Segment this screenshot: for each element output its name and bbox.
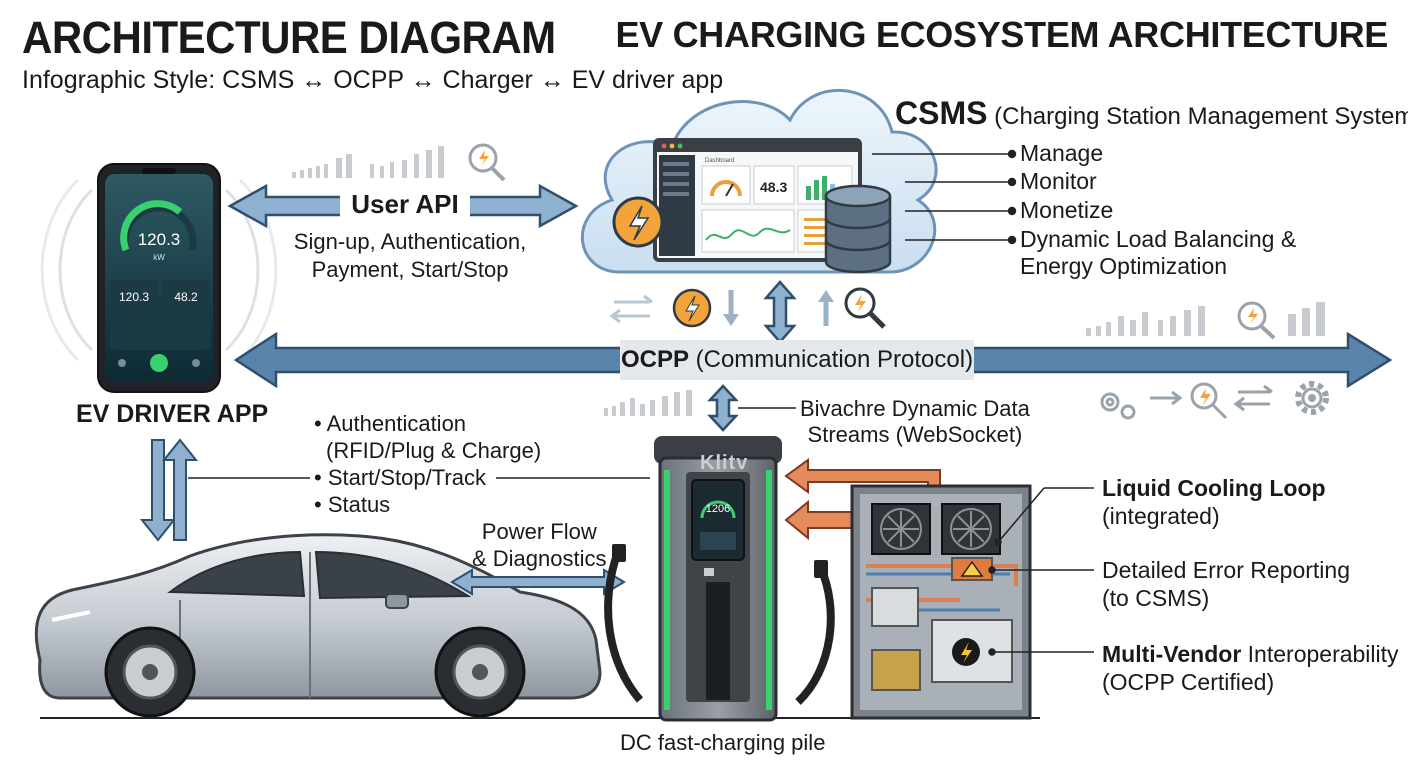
search-icon [468,143,506,182]
electric-car [34,533,602,718]
csms-function-manage: Manage [1020,140,1104,166]
csms-function-leaders [872,149,1017,245]
charger-brand: Klitv [700,452,749,474]
multi-vendor-sub: (OCPP Certified) [1102,669,1275,695]
error-reporting-line1: Detailed Error Reporting [1102,557,1351,583]
error-reporting-label: Detailed Error Reporting (to CSMS) [1102,556,1350,612]
cooling-loop-title: Liquid Cooling Loop [1102,475,1326,501]
ocpp-description: (Communication Protocol) [695,346,974,373]
user-api-desc-line1: Sign-up, Authentication, [293,229,527,254]
gear-icon [1100,392,1136,420]
power-flow-line1: Power Flow [481,519,597,544]
power-flow-line2: & Diagnostics [472,546,607,571]
ocpp-label: OCPP (Communication Protocol) [620,340,974,380]
diagram-subtitle: Infographic Style: CSMS ↔ OCPP ↔ Charger… [22,66,724,94]
list-item: (RFID/Plug & Charge) [326,438,542,463]
dc-charging-pile [604,436,835,722]
cloud-ocpp-arrows [609,280,834,344]
power-flow-arrow [450,568,626,596]
cabinet-feature-leaders [988,487,1094,656]
signal-bars-icon [1086,302,1325,336]
user-api-desc-line2: Payment, Start/Stop [311,257,509,282]
cooling-loop-sub: (integrated) [1102,503,1220,529]
ev-driver-app-label: EV DRIVER APP [76,400,269,428]
lightning-icon [1200,388,1211,406]
multi-vendor-label: Multi-Vendor Interoperability (OCPP Cert… [1102,640,1399,696]
csms-function-energy: Energy Optimization [1020,253,1228,279]
ecosystem-title: EV CHARGING ECOSYSTEM ARCHITECTURE [615,14,1388,55]
list-item: • Authentication [314,411,467,436]
gear-icon [1295,381,1329,415]
dashboard-gauge-value: 48.3 [760,179,787,195]
charger-function-list: • Authentication (RFID/Plug & Charge) • … [314,410,541,518]
phone-stat1: 120.3 [119,290,149,304]
csms-function-monitor: Monitor [1020,168,1097,194]
ocpp-charger-arrow [707,384,796,432]
phone-gauge-value: 120.3 [138,230,181,249]
list-item: • Status [314,492,391,517]
ev-driver-phone [40,163,278,393]
data-streams-line1: Bivachre Dynamic Data [800,396,1030,421]
search-icon [844,287,886,329]
error-reporting-line2: (to CSMS) [1102,585,1210,611]
database-icon [824,184,892,274]
csms-title: CSMS (Charging Station Management System… [895,95,1408,132]
dashboard-header: Dashboard [705,158,734,164]
lightning-icon [672,288,712,328]
diagram-title: ARCHITECTURE DIAGRAM [22,12,556,63]
csms-function-monetize: Monetize [1020,197,1114,223]
process-flow-icons [1150,382,1273,420]
csms-full-name: (Charging Station Management System) [994,103,1408,130]
cooling-loop-label: Liquid Cooling Loop (integrated) [1102,474,1326,530]
multi-vendor-rest: Interoperability [1241,641,1399,667]
ocpp-acronym: OCPP [620,346,689,373]
phone-gauge-unit: kW [153,253,165,262]
csms-function-load-balancing: Dynamic Load Balancing & [1020,226,1297,252]
lightning-icon [612,196,664,248]
app-car-arrows [139,438,650,542]
csms-dashboard-screen [653,138,862,262]
multi-vendor-title: Multi-Vendor [1102,641,1242,667]
user-api-label: User API [340,184,470,224]
charger-screen-value: 1206 [706,503,730,515]
signal-bars-icon [292,146,444,178]
warning-icon [960,560,984,577]
charging-pile-label: DC fast-charging pile [620,730,826,755]
data-streams-line2: Streams (WebSocket) [807,422,1023,447]
csms-acronym: CSMS [895,95,988,131]
data-streams-label: Bivachre Dynamic Data Streams (WebSocket… [800,396,1030,448]
phone-stat2: 48.2 [174,290,198,304]
lightning-icon [952,638,980,666]
search-icon [1237,301,1276,340]
power-flow-label: Power Flow & Diagnostics [472,518,607,572]
list-item: • Start/Stop/Track [314,465,486,490]
user-api-description: Sign-up, Authentication, Payment, Start/… [280,228,540,284]
signal-bars-icon [604,390,692,416]
power-cabinet [850,484,1032,720]
